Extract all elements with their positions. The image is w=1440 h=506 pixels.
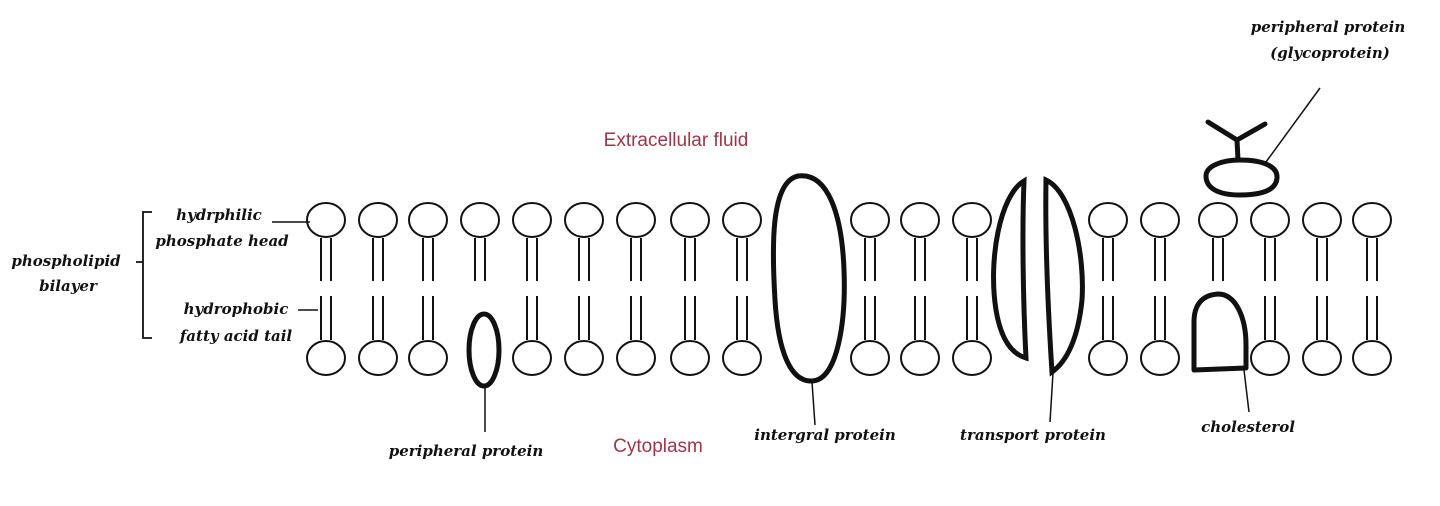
outer-phosphate-head	[1140, 202, 1180, 238]
outer-phosphate-head	[952, 202, 992, 238]
cytoplasm-label: Cytoplasm	[613, 436, 703, 457]
outer-phosphate-head	[306, 202, 346, 238]
inner-phosphate-head	[1250, 340, 1290, 376]
outer-phosphate-head	[512, 202, 552, 238]
cholesterol-shape	[1191, 291, 1249, 373]
inner-phosphate-head	[900, 340, 940, 376]
outer-phosphate-head	[1088, 202, 1128, 238]
cholesterol-leader	[1243, 369, 1250, 413]
outer-phosphate-head	[850, 202, 890, 238]
outer-phosphate-head	[460, 202, 500, 238]
outer-phosphate-head	[564, 202, 604, 238]
transport-protein-left-half	[991, 176, 1029, 362]
extracellular-fluid-label: Extracellular fluid	[604, 130, 749, 151]
outer-phosphate-head	[900, 202, 940, 238]
inner-phosphate-head	[358, 340, 398, 376]
glycoprotein-body	[1203, 157, 1280, 198]
integral-protein-label: intergral protein	[754, 426, 895, 444]
inner-phosphate-head	[1088, 340, 1128, 376]
inner-phosphate-head	[1302, 340, 1342, 376]
outer-phosphate-head	[358, 202, 398, 238]
peripheral-protein-shape	[466, 311, 502, 389]
glycoprotein-carbohydrate-chain	[1205, 119, 1268, 163]
outer-phosphate-head	[616, 202, 656, 238]
transport-protein-label: transport protein	[960, 426, 1106, 444]
bilayer-label-line2: bilayer	[39, 277, 98, 295]
inner-phosphate-head	[1352, 340, 1392, 376]
inner-phosphate-head	[408, 340, 448, 376]
inner-phosphate-head	[564, 340, 604, 376]
outer-phosphate-head	[1352, 202, 1392, 238]
glycoprotein-label-line1: peripheral protein	[1251, 18, 1406, 36]
outer-phosphate-head	[408, 202, 448, 238]
inner-phosphate-head	[670, 340, 710, 376]
inner-phosphate-head	[512, 340, 552, 376]
inner-phosphate-head	[850, 340, 890, 376]
integral-protein-shape	[770, 173, 847, 384]
phospholipid-layer	[306, 202, 1392, 376]
transport-protein-right-half	[1043, 176, 1085, 377]
hydrophobic-label-line1: hydrophobic	[184, 300, 289, 318]
integral-protein-leader	[811, 381, 816, 426]
inner-phosphate-head	[616, 340, 656, 376]
outer-phosphate-head	[670, 202, 710, 238]
hydrophilic-label-line2: phosphate head	[155, 232, 289, 250]
inner-phosphate-head	[306, 340, 346, 376]
outer-phosphate-head	[722, 202, 762, 238]
hydrophilic-label-line1: hydrphilic	[176, 206, 262, 224]
cholesterol-label: cholesterol	[1201, 418, 1295, 436]
inner-phosphate-head	[952, 340, 992, 376]
transport-protein-leader	[1049, 372, 1054, 423]
outer-phosphate-head	[1198, 202, 1238, 238]
outer-phosphate-head	[1250, 202, 1290, 238]
outer-phosphate-head	[1302, 202, 1342, 238]
inner-phosphate-head	[1140, 340, 1180, 376]
inner-phosphate-head	[722, 340, 762, 376]
bilayer-label-line1: phospholipid	[11, 252, 121, 270]
peripheral-protein-label: peripheral protein	[389, 442, 544, 460]
glycoprotein-label-line2: (glycoprotein)	[1270, 44, 1390, 62]
glycoprotein-leader	[1265, 87, 1321, 163]
bilayer-bracket	[136, 211, 152, 339]
hydrophobic-label-line2: fatty acid tail	[179, 327, 293, 345]
